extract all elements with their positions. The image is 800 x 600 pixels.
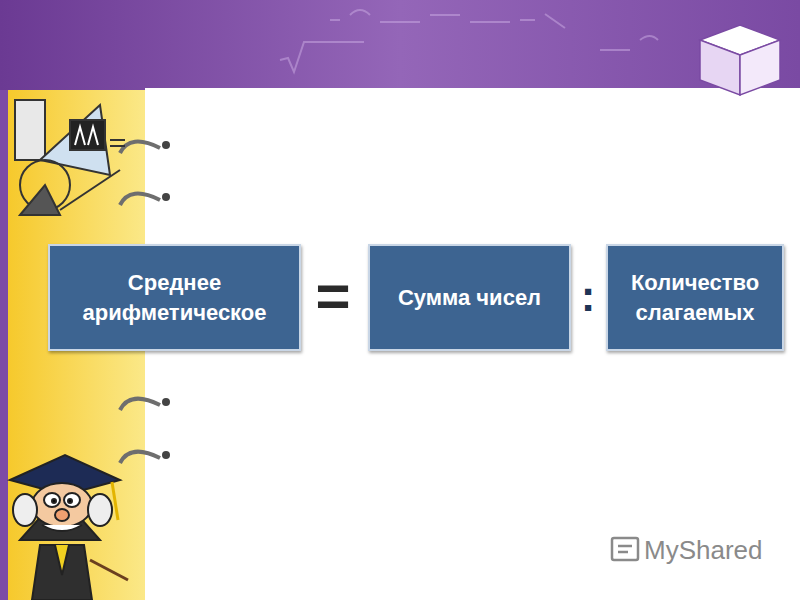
watermark-logo xyxy=(612,538,638,560)
top-banner xyxy=(0,0,800,90)
equals-sign: = xyxy=(315,266,350,326)
watermark: MyShared xyxy=(644,537,763,563)
geometry-icons xyxy=(15,100,125,215)
formula-box: Среднее арифметическое xyxy=(48,244,301,351)
book-icon xyxy=(700,25,780,95)
banner-formula-decor xyxy=(280,10,658,72)
box-text: Сумма чисел xyxy=(398,283,541,313)
box-text: Количество слагаемых xyxy=(620,268,770,327)
formula-box: Сумма чисел xyxy=(368,244,571,351)
formula-box: Количество слагаемых xyxy=(606,244,784,351)
professor-cartoon xyxy=(10,455,128,600)
box-text: Среднее арифметическое xyxy=(62,268,287,327)
division-sign: : xyxy=(581,274,596,318)
